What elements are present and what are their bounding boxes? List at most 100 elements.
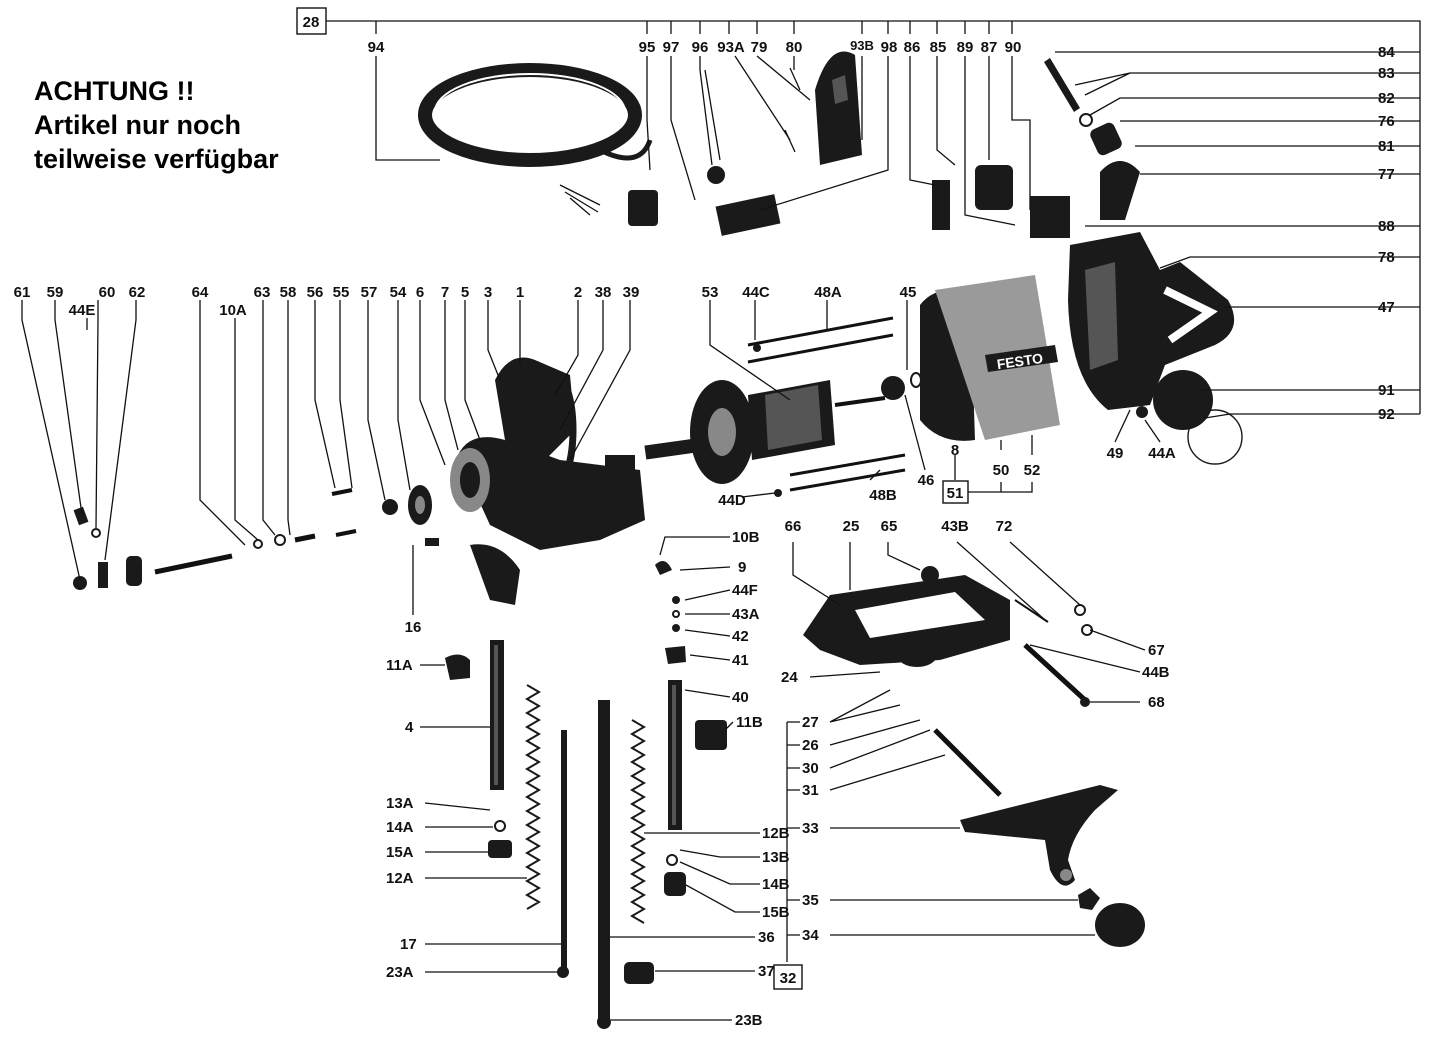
label-33: 33 [802, 820, 819, 837]
part-left-column [445, 640, 569, 978]
label-95: 95 [639, 39, 656, 56]
label-23b: 23B [735, 1012, 763, 1029]
label-5: 5 [461, 284, 469, 301]
brand-label: FESTO [996, 350, 1044, 372]
label-55: 55 [333, 284, 350, 301]
notice-line-3: teilweise verfügbar [34, 144, 279, 174]
label-77: 77 [1378, 166, 1395, 183]
label-37: 37 [758, 963, 775, 980]
part-rear-cap-parts [932, 58, 1140, 238]
label-63: 63 [254, 284, 271, 301]
label-50: 50 [993, 462, 1010, 479]
label-13a: 13A [386, 795, 414, 812]
label-24: 24 [781, 669, 798, 686]
label-44a: 44A [1148, 445, 1176, 462]
part-gear-head [408, 357, 645, 605]
label-96: 96 [692, 39, 709, 56]
label-59: 59 [47, 284, 64, 301]
label-15b: 15B [762, 904, 790, 921]
label-39: 39 [623, 284, 640, 301]
part-rear-housing [1068, 232, 1243, 465]
label-92: 92 [1378, 406, 1395, 423]
label-82: 82 [1378, 90, 1395, 107]
label-78: 78 [1378, 249, 1395, 266]
label-60: 60 [99, 284, 116, 301]
label-44b: 44B [1142, 664, 1170, 681]
part-lever-handle [933, 728, 1145, 947]
label-84: 84 [1378, 44, 1395, 61]
box-32 [773, 964, 803, 990]
label-93b: 93B [850, 38, 874, 53]
label-7: 7 [441, 284, 449, 301]
box-28-label: 28 [303, 14, 320, 31]
part-cable [418, 63, 653, 216]
label-58: 58 [280, 284, 297, 301]
part-motor-housing: FESTO [881, 275, 1060, 441]
label-80: 80 [786, 39, 803, 56]
label-72: 72 [996, 518, 1013, 535]
label-26: 26 [802, 737, 819, 754]
bracket-51: 51 [942, 480, 1033, 504]
label-66: 66 [785, 518, 802, 535]
part-labels: 94 95 97 96 93A 79 80 93B 98 86 85 89 87… [14, 38, 1396, 1029]
notice-line-1: ACHTUNG !! [34, 76, 194, 106]
label-90: 90 [1005, 39, 1022, 56]
part-spindle-parts [73, 488, 439, 590]
leader-lines [21, 51, 1407, 1021]
label-64: 64 [192, 284, 209, 301]
label-45: 45 [900, 284, 917, 301]
label-8: 8 [951, 442, 959, 459]
part-middle-column [597, 561, 727, 1029]
label-89: 89 [957, 39, 974, 56]
box-32-label: 32 [780, 970, 797, 987]
label-36: 36 [758, 929, 775, 946]
label-91: 91 [1378, 382, 1395, 399]
label-11a: 11A [386, 657, 413, 674]
label-43b: 43B [941, 518, 969, 535]
label-14b: 14B [762, 876, 790, 893]
label-2: 2 [574, 284, 582, 301]
label-57: 57 [361, 284, 378, 301]
bracket-28: 28 [296, 7, 1421, 415]
label-46: 46 [918, 472, 935, 489]
label-65: 65 [881, 518, 898, 535]
label-88: 88 [1378, 218, 1395, 235]
label-97: 97 [663, 39, 680, 56]
bracket-32: 32 [773, 721, 803, 990]
label-23a: 23A [386, 964, 414, 981]
label-16: 16 [405, 619, 422, 636]
label-1: 1 [516, 284, 524, 301]
label-38: 38 [595, 284, 612, 301]
label-93a: 93A [717, 39, 745, 56]
label-31: 31 [802, 782, 819, 799]
label-43a: 43A [732, 606, 760, 623]
label-25: 25 [843, 518, 860, 535]
label-35: 35 [802, 892, 819, 909]
label-44d: 44D [718, 492, 746, 509]
label-41: 41 [732, 652, 749, 669]
label-27: 27 [802, 714, 819, 731]
part-depth-base [803, 566, 1093, 707]
label-87: 87 [981, 39, 998, 56]
box-28 [296, 7, 327, 35]
label-10b: 10B [732, 529, 760, 546]
label-52: 52 [1024, 462, 1041, 479]
label-12a: 12A [386, 870, 414, 887]
label-13b: 13B [762, 849, 790, 866]
label-3: 3 [484, 284, 492, 301]
label-17: 17 [400, 936, 417, 953]
label-79: 79 [751, 39, 768, 56]
part-armature [644, 316, 906, 497]
label-12b: 12B [762, 825, 790, 842]
label-44f: 44F [732, 582, 758, 599]
label-56: 56 [307, 284, 324, 301]
label-15a: 15A [386, 844, 414, 861]
part-switch-assembly [628, 51, 862, 236]
label-98: 98 [881, 39, 898, 56]
label-44c: 44C [742, 284, 770, 301]
box-51 [942, 480, 969, 504]
box-51-label: 51 [947, 485, 964, 502]
label-61: 61 [14, 284, 31, 301]
